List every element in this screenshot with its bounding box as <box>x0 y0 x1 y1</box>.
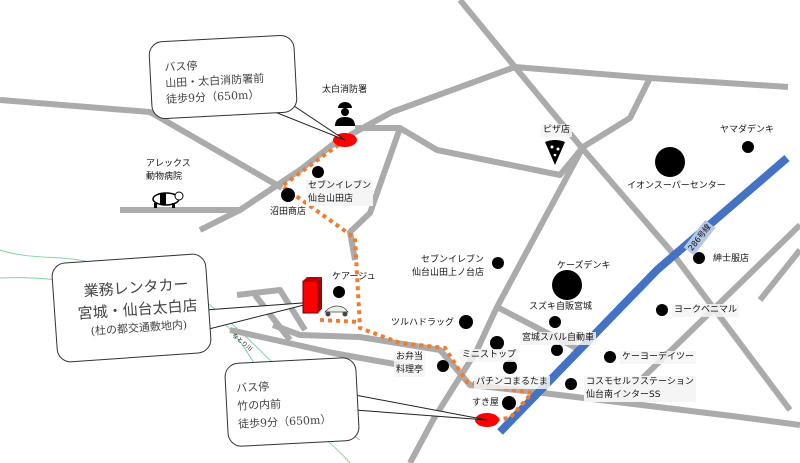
subaru-label: 宮城スバル自動車 <box>520 332 597 345</box>
careju-label: ケアージュ <box>332 272 376 282</box>
bus-stop-takenouchi-callout: バス停 竹の内前 徒歩9分（650m） <box>223 356 361 448</box>
pizza-icon <box>545 140 565 165</box>
shinshi-label: 紳士服店 <box>713 254 750 264</box>
bus-stop-yamada-callout: バス停 山田・太白消防署前 徒歩9分（650m） <box>148 34 298 120</box>
pizza-label: ピザ店 <box>541 124 573 137</box>
aeon-label: イオンスーパーセンター <box>627 181 726 191</box>
rental-office-building[interactable] <box>302 277 322 314</box>
york-label: ヨークベニマル <box>672 304 740 317</box>
panda-icon <box>152 191 184 208</box>
alex-vet-label: アレックス 動物病院 <box>146 159 191 182</box>
seven-eleven-yamada-label: セブンイレブン 仙台山田店 <box>306 180 374 206</box>
car-icon <box>324 305 349 317</box>
bento-label: お弁当 料理亭 <box>394 351 426 377</box>
kezu-label: ケーズデンキ <box>557 261 611 271</box>
cosmo-label: コスモセルフステーション 仙台南インターSS <box>584 376 696 402</box>
poi-dots <box>281 141 754 410</box>
ministop-label: ミニストップ <box>460 349 519 362</box>
yamada-denki-label: ヤマダデンキ <box>720 125 775 135</box>
numata-label: 沼田商店 <box>270 207 307 217</box>
sukiya-label: すき屋 <box>472 398 500 408</box>
route-286-highway <box>497 154 790 435</box>
company-callout: 業務レンタカー 宮城・仙台太白店 (杜の都交通敷地内) <box>50 252 213 364</box>
suzuki-label: スズキ自販宮城 <box>529 302 593 312</box>
tsuruha-label: ツルハドラッグ <box>391 318 455 328</box>
fire-station-label: 太白消防署 <box>322 85 368 95</box>
seven-eleven-kaminodai-label: セブンイレブン 仙台山田上ノ台店 <box>412 255 485 278</box>
pachinko-label: パチンコまるたま <box>474 376 550 389</box>
walking-route <box>278 138 536 422</box>
firefighter-icon <box>335 102 355 126</box>
keiyo-label: ケーヨーデイツー <box>620 351 697 364</box>
